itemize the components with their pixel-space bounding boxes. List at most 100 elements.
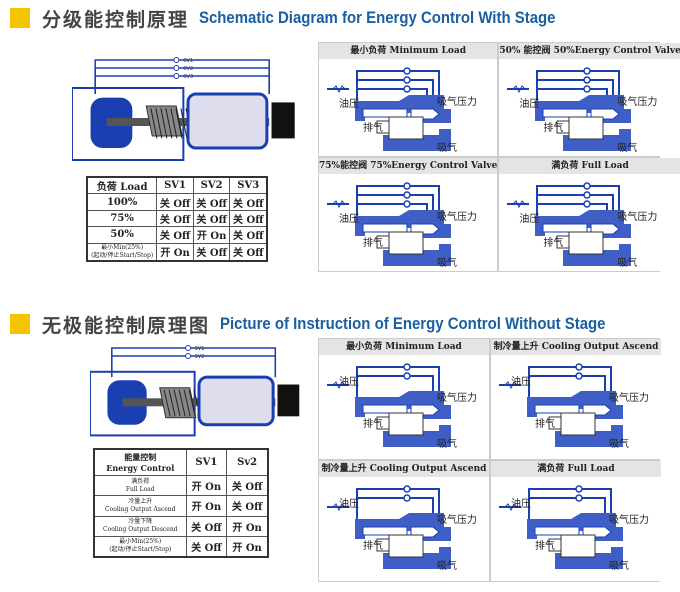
table-header-cell: SV3	[229, 176, 268, 195]
valve-panel: 满负荷 Full Load 油压 吸气压力 排气 吸气	[491, 461, 661, 581]
panel-title: 最小负荷 Minimum Load	[319, 339, 489, 355]
suction-pressure-label: 吸气压力	[609, 393, 649, 404]
table-cell: 关 Off	[192, 242, 231, 262]
oil-pressure-label: 油压	[339, 99, 359, 110]
valve-label: SV1	[183, 58, 193, 64]
panel-title: 制冷量上升 Cooling Output Ascend	[319, 461, 489, 477]
valve-label: SV1	[195, 346, 205, 352]
table-cell: 关 Off	[226, 475, 269, 497]
suction-pressure-label: 吸气压力	[609, 515, 649, 526]
suction-pressure-label: 吸气压力	[617, 97, 658, 108]
suction-pressure-label: 吸气压力	[437, 515, 477, 526]
suction-label: 吸气	[437, 561, 457, 572]
oil-pressure-label: 油压	[339, 214, 359, 225]
suction-label: 吸气	[617, 258, 638, 269]
table-cell: 关 Off	[229, 193, 268, 211]
suction-pressure-label: 吸气压力	[437, 97, 477, 108]
suction-label: 吸气	[617, 143, 638, 154]
table-cell: 最小Min(25%) (起动/停止Start/Stop)	[86, 242, 158, 262]
table-cell: 关 Off	[156, 226, 194, 244]
valve-panel: 50% 能控阀 50%Energy Control Valve 油压 吸气压力 …	[499, 43, 680, 156]
valve-panel: 制冷量上升 Cooling Output Ascend 油压 吸气压力 排气 吸…	[491, 339, 661, 459]
table-cell: 开 On	[156, 242, 194, 262]
discharge-label: 排气	[363, 238, 383, 249]
oil-pressure-label: 油压	[511, 377, 531, 388]
panel-title: 制冷量上升 Cooling Output Ascend	[491, 339, 661, 355]
table-cell: 50%	[86, 226, 158, 244]
section2-header: 无极能控制原理图 Picture of Instruction of Energ…	[10, 311, 658, 337]
section1-title-cn: 分级能控制原理	[42, 8, 190, 31]
valve-panel: 制冷量上升 Cooling Output Ascend 油压 吸气压力 排气 吸…	[319, 461, 489, 581]
valve-panel: 75%能控阀 75%Energy Control Valve 油压 吸气压力 排…	[319, 158, 498, 271]
section1-title-en: Schematic Diagram for Energy Control Wit…	[199, 8, 556, 27]
table-cell: 75%	[86, 209, 158, 228]
valve-label: SV3	[183, 74, 193, 80]
table-header-cell: 负荷 Load	[86, 176, 158, 195]
table-cell: 100%	[86, 193, 158, 211]
suction-pressure-label: 吸气压力	[437, 393, 477, 404]
stepless-valve-panels: 最小负荷 Minimum Load 油压 吸气压力 排气 吸气制冷量上升 Coo…	[318, 338, 661, 582]
section2-title-en: Picture of Instruction of Energy Control…	[220, 314, 606, 333]
suction-label: 吸气	[609, 439, 629, 450]
table-cell: 关 Off	[185, 515, 228, 537]
table-header-cell: SV2	[192, 176, 231, 195]
suction-label: 吸气	[437, 439, 457, 450]
panel-title: 满负荷 Full Load	[491, 461, 661, 477]
discharge-label: 排气	[363, 541, 383, 552]
panel-title: 最小负荷 Minimum Load	[319, 43, 498, 59]
suction-pressure-label: 吸气压力	[617, 212, 658, 223]
section2-title-cn: 无极能控制原理图	[42, 314, 211, 337]
table-header-cell: SV1	[185, 448, 228, 477]
table-cell: 关 Off	[229, 242, 268, 262]
discharge-label: 排气	[363, 123, 383, 134]
panel-title: 50% 能控阀 50%Energy Control Valve	[499, 43, 680, 59]
discharge-label: 排气	[363, 419, 383, 430]
table-cell: 开 On	[192, 226, 231, 244]
section1-header: 分级能控制原理 Schematic Diagram for Energy Con…	[10, 5, 604, 31]
table-cell: 开 On	[185, 475, 228, 497]
valve-panel: 最小负荷 Minimum Load 油压 吸气压力 排气 吸气	[319, 43, 498, 156]
oil-pressure-label: 油压	[519, 214, 540, 225]
valve-label: SV2	[183, 66, 193, 72]
table-cell: 冷量上升 Cooling Output Ascend	[93, 495, 187, 517]
yellow-square-icon	[10, 314, 30, 334]
table-cell: 开 On	[226, 515, 269, 537]
table-cell: 开 On	[226, 535, 269, 558]
table-header-cell: Sv2	[226, 448, 269, 477]
oil-pressure-label: 油压	[511, 499, 531, 510]
valve-panel: 满负荷 Full Load 油压 吸气压力 排气 吸气	[499, 158, 680, 271]
table-cell: 关 Off	[229, 226, 268, 244]
oil-pressure-label: 油压	[339, 499, 359, 510]
discharge-label: 排气	[535, 541, 555, 552]
table-cell: 冷量下降 Cooling Output Descend	[93, 515, 187, 537]
discharge-label: 排气	[543, 238, 564, 249]
valve-panel: 最小负荷 Minimum Load 油压 吸气压力 排气 吸气	[319, 339, 489, 459]
panel-title: 75%能控阀 75%Energy Control Valve	[319, 158, 498, 174]
discharge-label: 排气	[535, 419, 555, 430]
suction-label: 吸气	[609, 561, 629, 572]
oil-pressure-label: 油压	[519, 99, 540, 110]
table-cell: 关 Off	[226, 495, 269, 517]
yellow-square-icon	[10, 8, 30, 28]
table-cell: 关 Off	[156, 193, 194, 211]
oil-pressure-label: 油压	[339, 377, 359, 388]
valve-label: SV2	[195, 354, 205, 360]
table-header-cell: 能量控制 Energy Control	[93, 448, 187, 477]
table-cell: 关 Off	[156, 209, 194, 228]
table-cell: 开 On	[185, 495, 228, 517]
